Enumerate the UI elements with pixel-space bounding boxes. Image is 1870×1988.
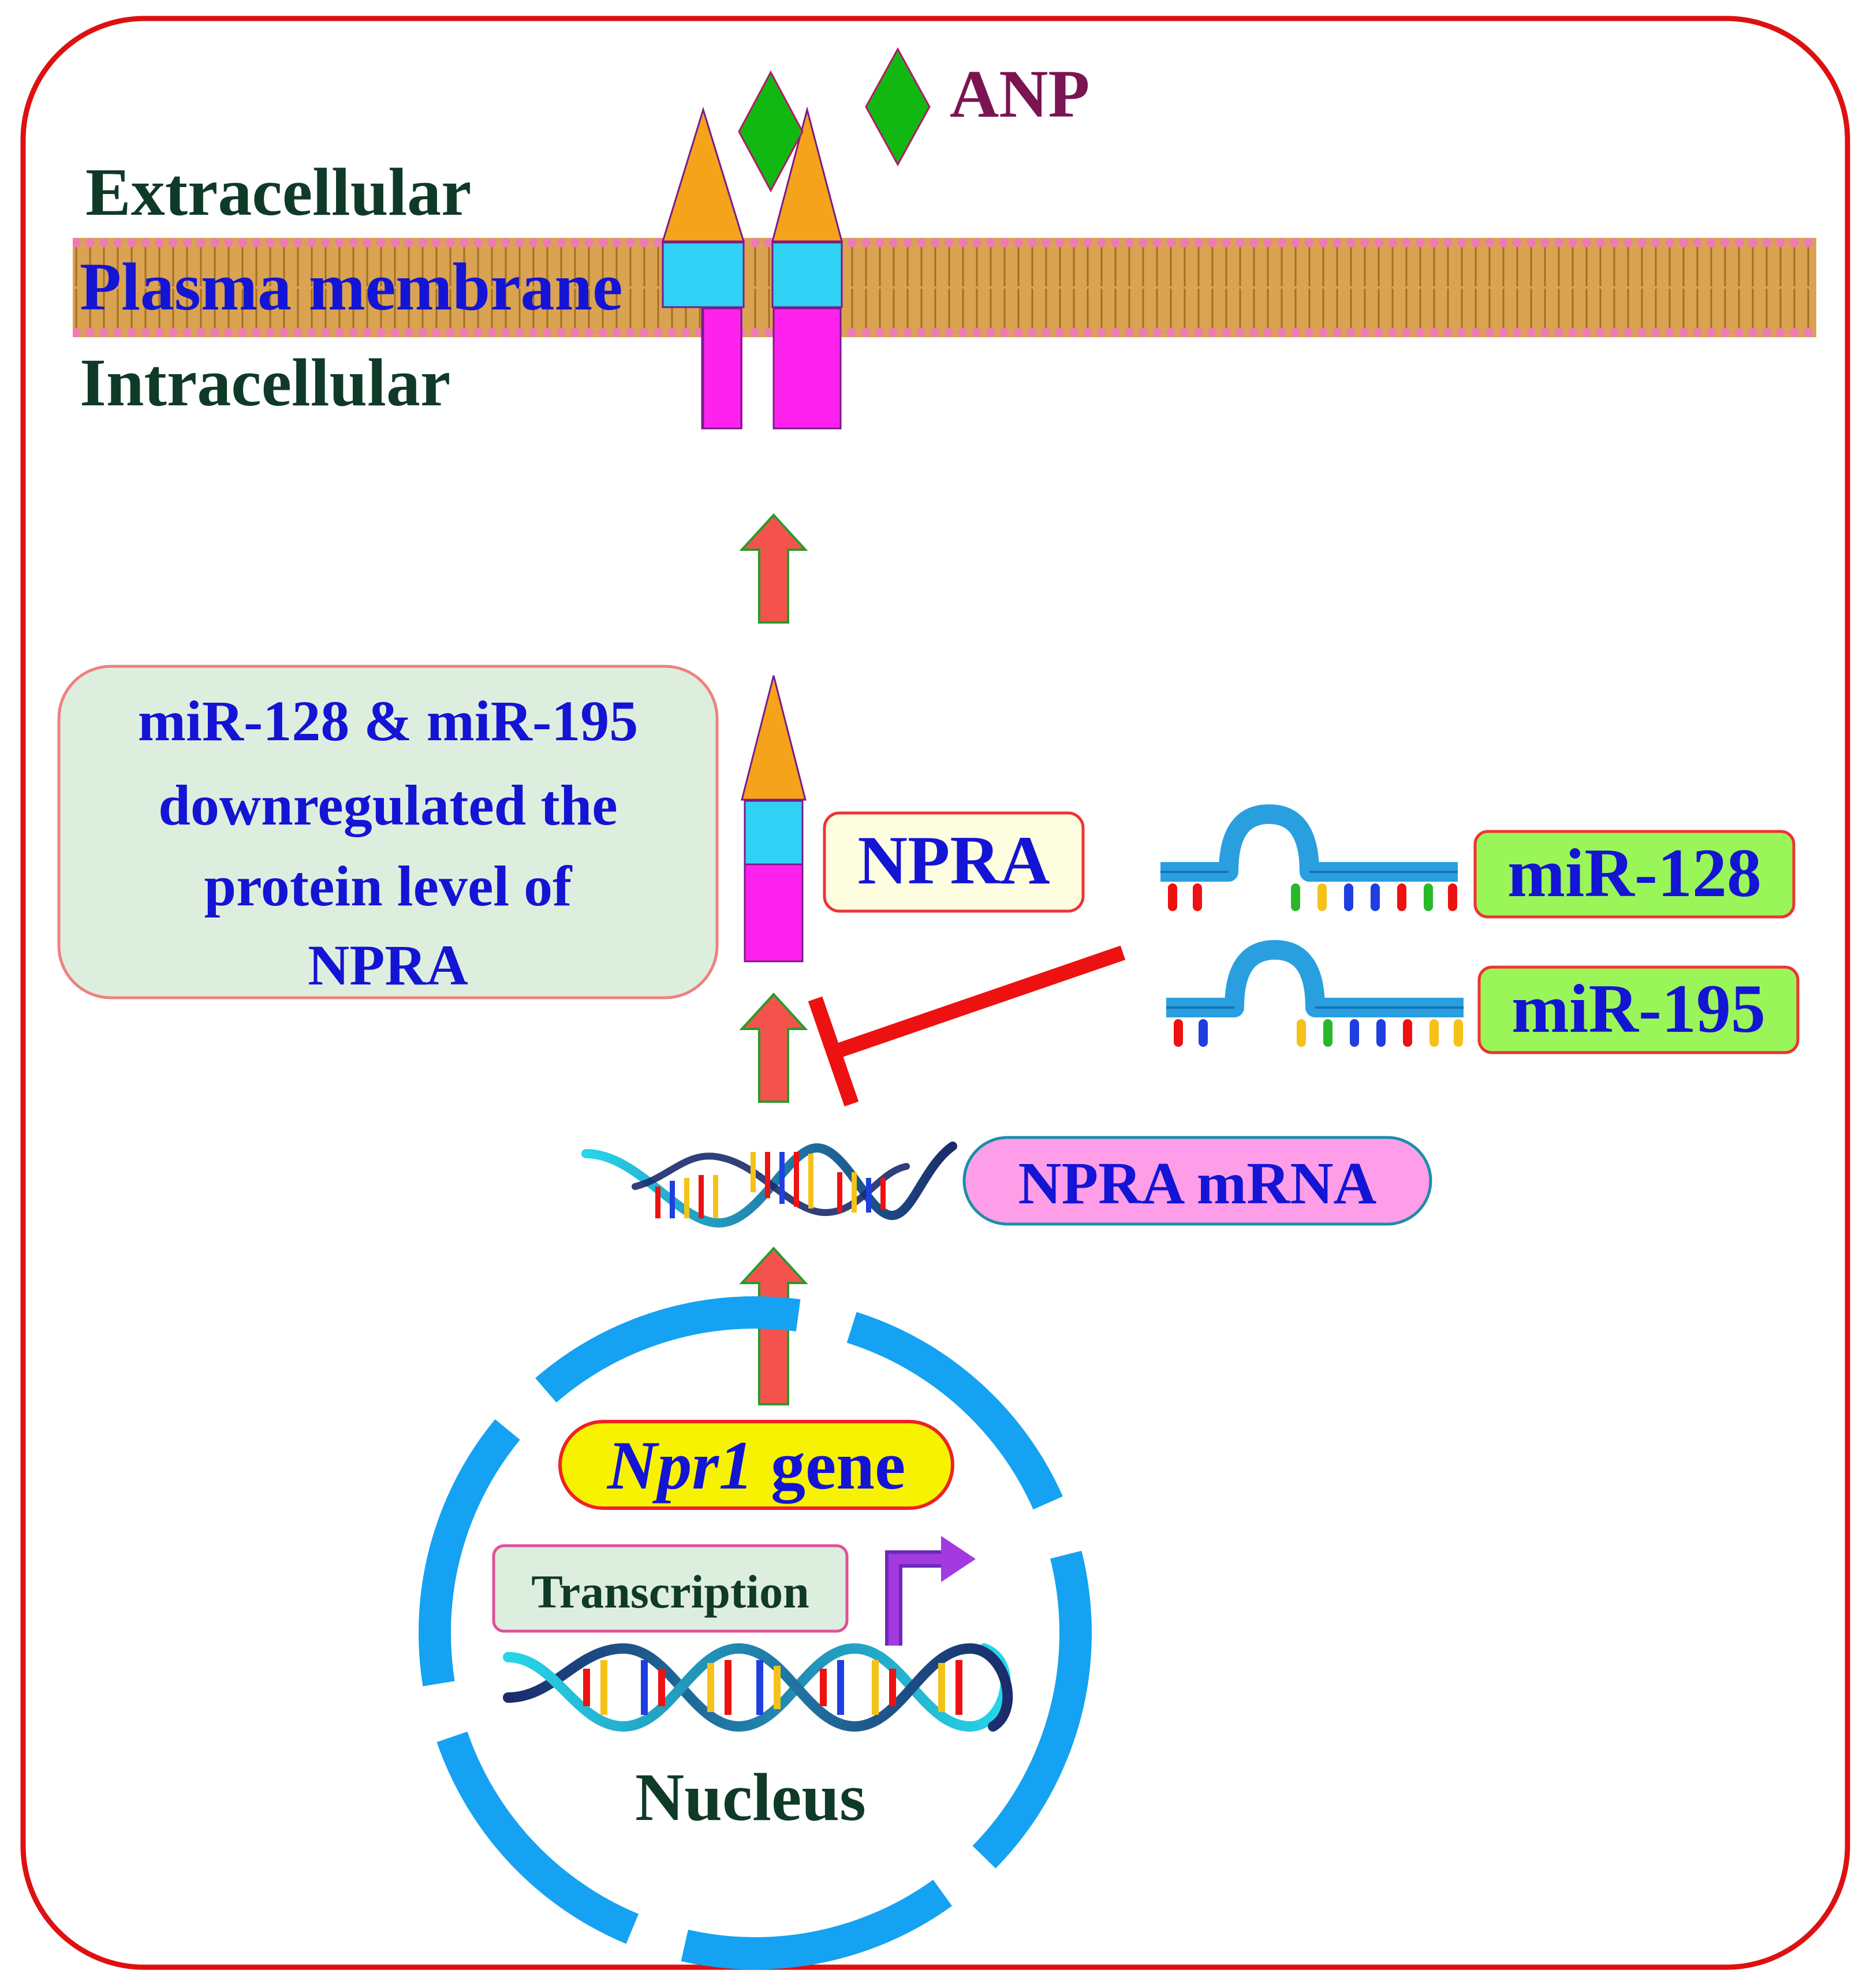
up-arrow-to-protein — [739, 993, 808, 1103]
npra-label: NPRA — [857, 822, 1050, 898]
npra-receptor-dimer — [661, 106, 843, 430]
mir128-label: miR-128 — [1507, 834, 1761, 911]
npra-mrna-strand — [581, 1142, 957, 1228]
plasma-membrane-band — [73, 238, 1816, 337]
note-line-3: protein level of — [204, 854, 573, 918]
npr1-gene-rest: gene — [771, 1427, 905, 1504]
mir195-label: miR-195 — [1511, 970, 1766, 1047]
npra-label-box — [823, 811, 1085, 913]
note-box — [57, 665, 719, 999]
transcription-label: Transcription — [531, 1565, 809, 1618]
npr1-gene-italic: Npr1 — [606, 1427, 753, 1504]
note-line-4: NPRA — [308, 933, 468, 997]
dna-double-helix — [503, 1643, 1013, 1732]
extracellular-label: Extracellular — [85, 154, 471, 230]
nucleus-envelope — [419, 1296, 1092, 1970]
npr1-gene-label: Npr1 gene — [606, 1427, 906, 1504]
note-line-1: miR-128 & miR-195 — [138, 689, 639, 753]
transcription-start-arrow — [885, 1536, 976, 1646]
intracellular-label: Intracellular — [80, 345, 450, 420]
npra-mrna-label: NPRA mRNA — [1018, 1150, 1376, 1217]
mir195-strand — [1166, 940, 1464, 1047]
npra-mrna-label-box — [962, 1136, 1432, 1226]
note-line-2: downregulated the — [158, 773, 617, 837]
plasma-membrane-label: Plasma membrane — [80, 249, 623, 325]
inhibition-bar — [808, 945, 1126, 1107]
nucleus-label: Nucleus — [635, 1759, 866, 1835]
anp-ligand-free — [865, 47, 931, 167]
anp-label: ANP — [950, 56, 1090, 132]
npra-protein-monomer — [741, 675, 807, 963]
mir195-label-box — [1477, 965, 1800, 1054]
mir128-strand — [1160, 804, 1458, 911]
transcription-box — [492, 1544, 849, 1633]
up-arrow-to-membrane — [739, 513, 808, 624]
npr1-gene-box — [558, 1420, 954, 1510]
anp-ligand-bound — [738, 70, 804, 193]
mir128-label-box — [1473, 830, 1796, 919]
